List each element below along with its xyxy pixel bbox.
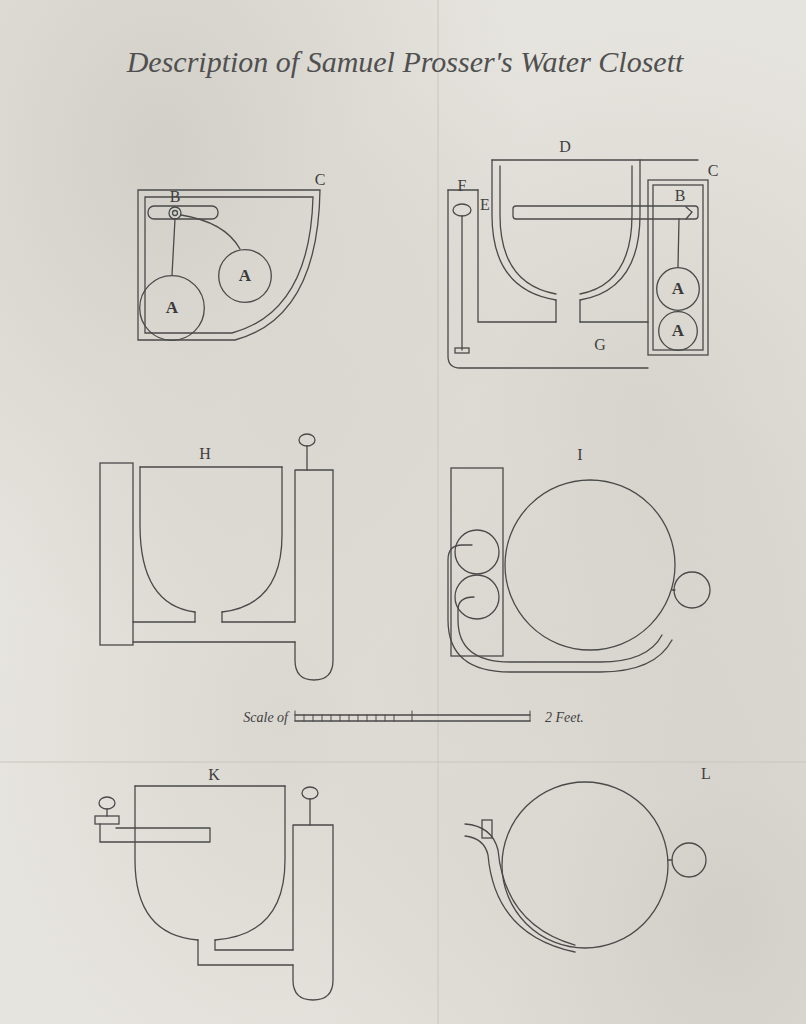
figure-letter: B [675,188,686,204]
figure-letter: K [208,767,220,783]
figure-letter: C [708,163,719,179]
weight-ball: A [656,267,700,311]
drawing-title: Description of Samuel Prosser's Water Cl… [127,47,684,77]
part-letter: A [658,311,698,351]
part-letter: A [656,267,700,311]
figure-letter: I [577,447,582,463]
figure-letter: D [559,139,571,155]
figure-letter: B [170,189,181,205]
scale-label: 2 Feet. [545,711,584,725]
figure-letter: E [480,197,490,213]
scale-label: Scale of [243,711,288,725]
weight-ball: A [658,311,698,351]
weight-ball: A [218,249,272,303]
figure-letter: G [594,337,606,353]
part-letter: A [218,249,272,303]
figure-letter: L [701,766,711,782]
figure-letter: C [315,172,326,188]
figure-letter: F [458,178,467,194]
figure-letter: H [199,446,211,462]
part-letter: A [139,275,205,341]
weight-ball: A [139,275,205,341]
